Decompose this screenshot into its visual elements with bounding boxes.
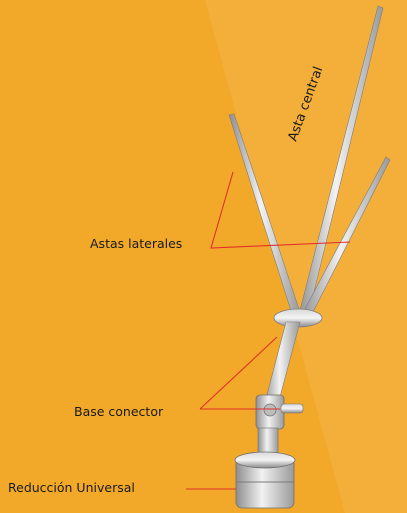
label-lateral-rods: Astas laterales	[90, 236, 182, 251]
clamp-screw	[281, 404, 303, 413]
background-band	[205, 0, 407, 513]
label-universal-reduction: Reducción Universal	[8, 480, 135, 495]
label-connector-base: Base conector	[74, 404, 163, 419]
reduction-top	[235, 452, 295, 468]
clamp-screw-head	[264, 404, 276, 416]
